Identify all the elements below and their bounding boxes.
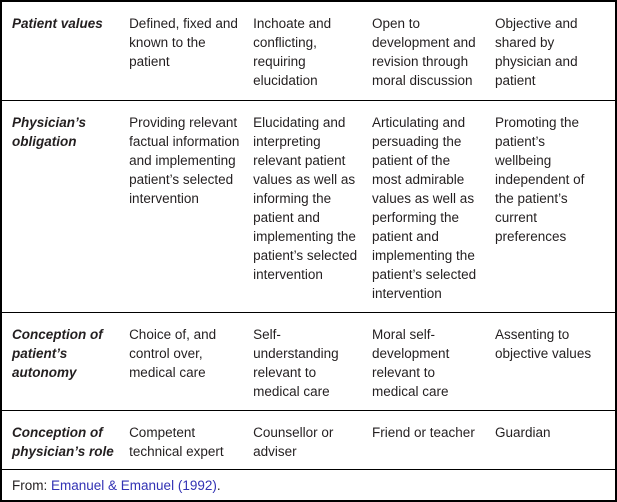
table-cell: Counsellor or adviser — [253, 409, 373, 469]
source-prefix: From: — [12, 478, 51, 493]
source-suffix: . — [216, 478, 221, 493]
table-cell: Self-understanding relevant to medical c… — [253, 312, 373, 411]
table-cell: Assenting to objective values — [495, 312, 615, 411]
row-header-patient-values: Patient values — [12, 16, 103, 31]
row-header-physicians-role: Conception of physician’s role — [2, 409, 130, 469]
table-cell: Moral self-development relevant to medic… — [372, 312, 496, 411]
table-row-patient-values: Patient values Defined, fixed and known … — [2, 2, 615, 101]
source-line: From: Emanuel & Emanuel (1992). — [2, 469, 615, 500]
table-cell: Open to development and revision through… — [372, 16, 476, 88]
table-cell: Defined, fixed and known to the patient — [129, 16, 238, 69]
table-cell: Inchoate and conflicting, requiring eluc… — [253, 16, 332, 88]
table-cell: Guardian — [495, 409, 615, 469]
table-cell: Objective and shared by physician and pa… — [495, 16, 578, 88]
models-of-physician-patient-relationship-table: Patient values Defined, fixed and known … — [2, 2, 615, 469]
table-cell: Friend or teacher — [372, 409, 496, 469]
table-row-physicians-obligation: Physician’s obligation Providing relevan… — [2, 100, 615, 313]
table-cell: Articulating and persuading the patient … — [372, 100, 496, 313]
table-cell: Elucidating and interpreting relevant pa… — [253, 100, 373, 313]
table-cell: Promoting the patient’s wellbeing indepe… — [495, 100, 615, 313]
table-cell: Providing relevant factual information a… — [129, 100, 254, 313]
table-row-physicians-role: Conception of physician’s role Competent… — [2, 409, 615, 469]
row-header-patients-autonomy: Conception of patient’s autonomy — [2, 312, 130, 411]
row-header-physicians-obligation: Physician’s obligation — [2, 100, 130, 313]
source-citation-link[interactable]: Emanuel & Emanuel (1992) — [51, 478, 217, 493]
table-cell: Competent technical expert — [129, 409, 254, 469]
table-row-patients-autonomy: Conception of patient’s autonomy Choice … — [2, 312, 615, 411]
table-cell: Choice of, and control over, medical car… — [129, 312, 254, 411]
